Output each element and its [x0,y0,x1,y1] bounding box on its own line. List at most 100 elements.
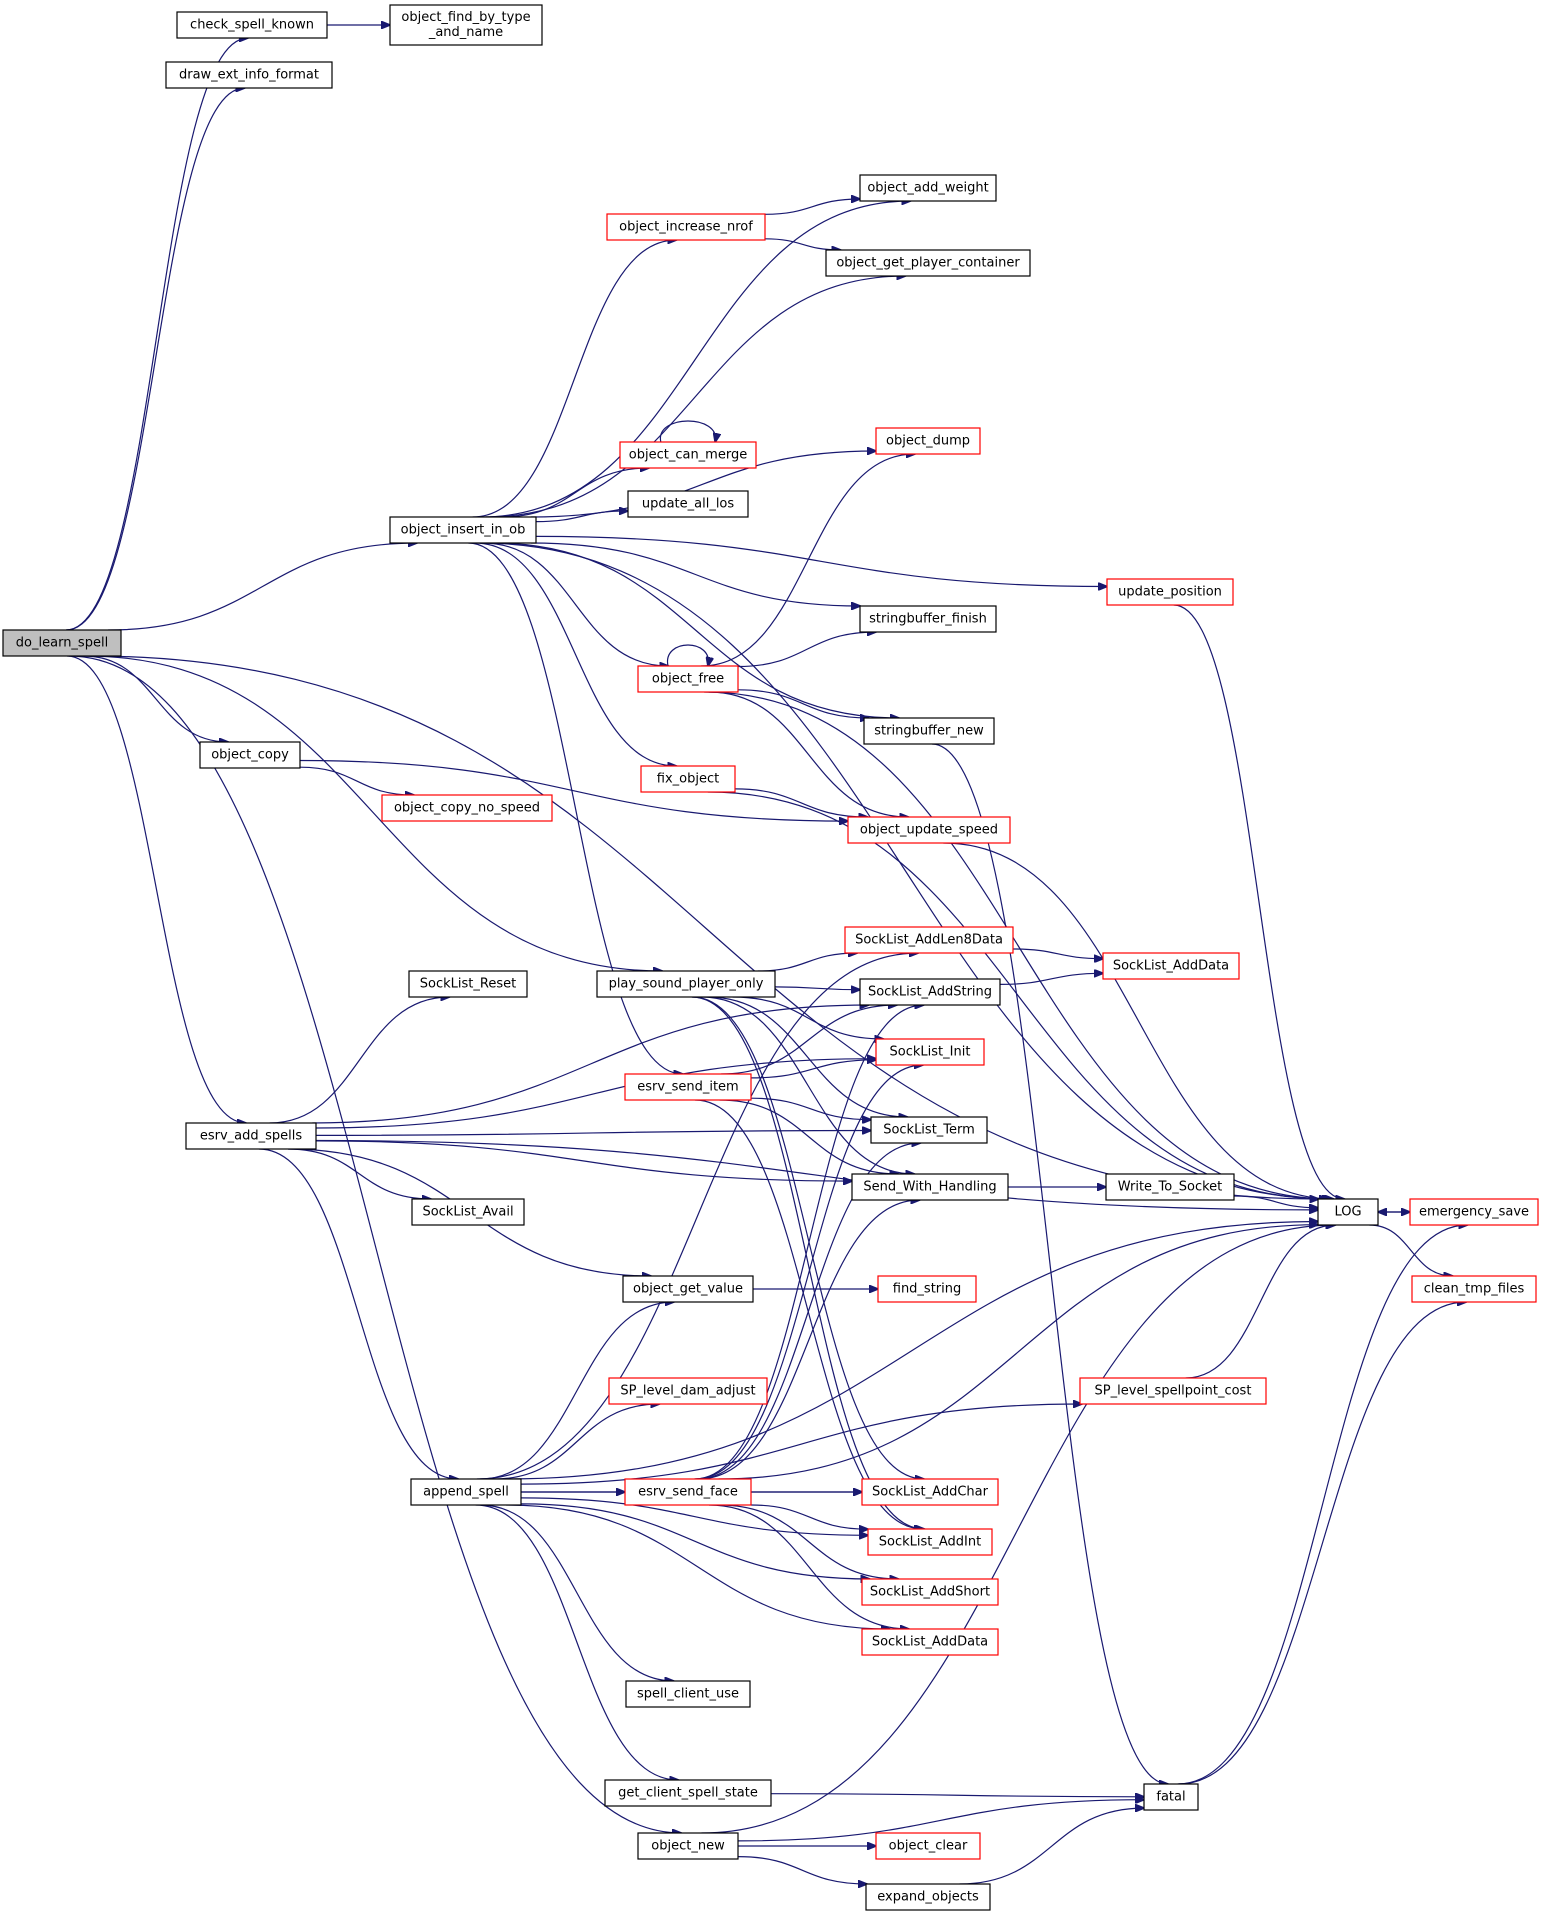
node-box-expand_objects [865,1883,991,1911]
node-do_learn_spell[interactable]: do_learn_spell [2,629,122,657]
node-SP_level_dam_adjust[interactable]: SP_level_dam_adjust [608,1377,768,1405]
node-emergency_save[interactable]: emergency_save [1409,1198,1539,1226]
node-get_client_spell_state[interactable]: get_client_spell_state [604,1779,772,1807]
node-object_clear[interactable]: object_clear [875,1832,981,1860]
edge-fix_object-to-object_update_speed [734,788,868,817]
edge-object_can_merge-to-object_can_merge [660,420,715,442]
node-SockList_Term[interactable]: SockList_Term [870,1116,988,1144]
node-stringbuffer_new[interactable]: stringbuffer_new [863,717,995,745]
node-object_find_by_type_and_name[interactable]: object_find_by_type_and_name [389,4,543,46]
node-Send_With_Handling[interactable]: Send_With_Handling [851,1173,1009,1201]
edge-object_copy-to-object_update_speed [299,759,848,822]
node-object_copy_no_speed[interactable]: object_copy_no_speed [381,794,553,822]
node-object_new[interactable]: object_new [637,1832,739,1860]
node-object_free[interactable]: object_free [637,665,739,693]
edge-object_insert_in_ob-to-object_increase_nrof [472,240,677,518]
edge-object_insert_in_ob-to-object_add_weight [480,201,911,518]
node-fix_object[interactable]: fix_object [640,765,736,793]
node-esrv_add_spells[interactable]: esrv_add_spells [185,1122,317,1150]
node-box-SockList_AddString [859,978,1001,1006]
node-play_sound_player_only[interactable]: play_sound_player_only [596,970,776,998]
node-label-SockList_Init: SockList_Init [890,1045,971,1060]
node-fatal[interactable]: fatal [1143,1783,1199,1811]
node-label-Send_With_Handling: Send_With_Handling [863,1180,996,1195]
nodes-layer: do_learn_spell check_spell_known object_fi… [2,4,1539,1911]
node-box-SP_level_spellpoint_cost [1079,1377,1267,1405]
node-SockList_AddLen8Data[interactable]: SockList_AddLen8Data [844,926,1014,954]
node-label-object_get_value: object_get_value [633,1282,743,1297]
node-draw_ext_info_format[interactable]: draw_ext_info_format [165,61,333,89]
node-LOG[interactable]: LOG [1317,1198,1379,1226]
node-update_position[interactable]: update_position [1106,578,1234,606]
node-SockList_Init[interactable]: SockList_Init [875,1038,985,1066]
edge-append_spell-to-LOG [506,1222,1318,1480]
node-box-object_get_player_container [825,249,1031,277]
node-box-clean_tmp_files [1411,1275,1537,1303]
edge-fatal-to-clean_tmp_files [1178,1302,1466,1785]
node-object_get_value[interactable]: object_get_value [622,1275,754,1303]
node-box-object_new [637,1832,739,1860]
node-box-object_increase_nrof [606,213,766,241]
node-append_spell[interactable]: append_spell [410,1478,522,1506]
node-box-fix_object [640,765,736,793]
node-stringbuffer_finish[interactable]: stringbuffer_finish [859,605,997,633]
node-SockList_Reset[interactable]: SockList_Reset [408,970,528,998]
node-esrv_send_item[interactable]: esrv_send_item [624,1073,752,1101]
node-box-object_get_value [622,1275,754,1303]
edge-append_spell-to-SP_level_dam_adjust [494,1404,660,1480]
node-box-object_dump [875,427,981,455]
node-box-fatal [1143,1783,1199,1811]
node-SockList_Avail[interactable]: SockList_Avail [411,1198,525,1226]
node-object_dump[interactable]: object_dump [875,427,981,455]
edge-object_increase_nrof-to-object_get_player_container [764,238,841,250]
node-label-SockList_Reset: SockList_Reset [420,977,516,992]
node-label-object_get_player_container: object_get_player_container [836,256,1020,271]
node-find_string[interactable]: find_string [877,1275,977,1303]
edge-append_spell-to-get_client_spell_state [475,1504,679,1780]
node-object_update_speed[interactable]: object_update_speed [847,816,1011,844]
node-expand_objects[interactable]: expand_objects [865,1883,991,1911]
node-update_all_los[interactable]: update_all_los [627,490,749,518]
node-label-append_spell: append_spell [423,1485,509,1500]
node-object_can_merge[interactable]: object_can_merge [619,441,757,469]
node-SockList_AddInt[interactable]: SockList_AddInt [867,1528,993,1556]
node-label-draw_ext_info_format: draw_ext_info_format [179,68,319,83]
node-SockList_AddShort[interactable]: SockList_AddShort [861,1578,999,1606]
edges-layer [65,25,1467,1884]
edge-stringbuffer_new-to-fatal [931,743,1168,1784]
node-label-emergency_save: emergency_save [1419,1205,1529,1220]
node-spell_client_use[interactable]: spell_client_use [625,1680,751,1708]
node-box-object_update_speed [847,816,1011,844]
node-SockList_AddData1[interactable]: SockList_AddData [1102,952,1240,980]
edge-append_spell-to-SockList_AddShort [520,1503,870,1579]
node-box-append_spell [410,1478,522,1506]
node-object_get_player_container[interactable]: object_get_player_container [825,249,1031,277]
node-box-stringbuffer_finish [859,605,997,633]
edge-object_free-to-LOG [704,691,1332,1199]
edge-object_increase_nrof-to-object_add_weight [764,199,860,215]
node-box-object_insert_in_ob [389,516,537,544]
edge-object_insert_in_ob-to-update_position [535,535,1107,586]
node-object_insert_in_ob[interactable]: object_insert_in_ob [389,516,537,544]
node-SockList_AddChar[interactable]: SockList_AddChar [861,1478,999,1506]
node-box-esrv_send_item [624,1073,752,1101]
edge-append_spell-to-SockList_AddLen8Data [476,953,918,1480]
node-object_copy[interactable]: object_copy [199,741,301,769]
edge-object_free-to-object_update_speed [708,691,909,817]
edge-object_new-to-fatal [737,1800,1144,1842]
node-object_increase_nrof[interactable]: object_increase_nrof [606,213,766,241]
node-esrv_send_face[interactable]: esrv_send_face [624,1478,752,1506]
node-object_add_weight[interactable]: object_add_weight [859,174,997,202]
edge-play_sound_player_only-to-Send_With_Handling [701,996,915,1174]
node-label-do_learn_spell: do_learn_spell [16,636,108,651]
edge-play_sound_player_only-to-SockList_AddLen8Data [757,953,857,972]
node-check_spell_known[interactable]: check_spell_known [176,11,328,39]
node-label-object_dump: object_dump [886,434,970,449]
node-SockList_AddData2[interactable]: SockList_AddData [861,1628,999,1656]
node-SP_level_spellpoint_cost[interactable]: SP_level_spellpoint_cost [1079,1377,1267,1405]
node-box-object_can_merge [619,441,757,469]
node-clean_tmp_files[interactable]: clean_tmp_files [1411,1275,1537,1303]
node-SockList_AddString[interactable]: SockList_AddString [859,978,1001,1006]
node-Write_To_Socket[interactable]: Write_To_Socket [1105,1173,1235,1201]
